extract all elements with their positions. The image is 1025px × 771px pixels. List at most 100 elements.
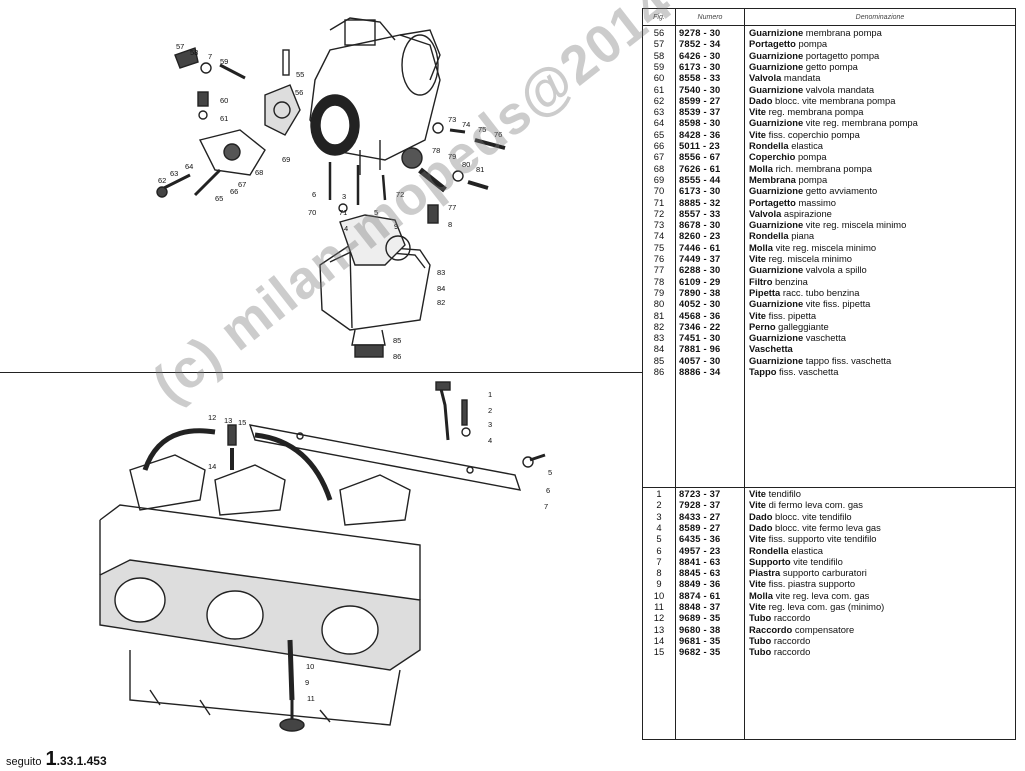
row-denominazione-detail: reg. miscela minimo (766, 253, 852, 264)
row-denominazione-main: Vite (749, 309, 767, 321)
row-denominazione-detail: galleggiante (775, 320, 829, 332)
row-fig: 6 (656, 544, 662, 556)
row-denominazione-main: Guarnizione (749, 219, 804, 231)
row-fig: 59 (653, 60, 665, 72)
row-denominazione-main: Guarnizione (749, 60, 804, 72)
row-denominazione-detail: fiss. coperchio pompa (766, 128, 860, 140)
callout-number: 59 (220, 57, 229, 66)
row-fig: 62 (653, 94, 665, 106)
row-denominazione-main: Guarnizione (749, 185, 804, 197)
row-denominazione-main: Tubo (749, 646, 772, 658)
col-divider (675, 9, 676, 739)
row-fig: 15 (653, 646, 665, 658)
row-numero: 7346 - 22 (679, 320, 721, 332)
row-numero: 7451 - 30 (679, 332, 721, 344)
row-denominazione-main: Dado (749, 510, 773, 522)
row-denominazione: Dado blocc. vite tendifilo (749, 511, 852, 522)
row-fig: 71 (653, 196, 665, 208)
callout-number: 62 (158, 176, 167, 185)
row-numero: 8874 - 61 (679, 589, 721, 601)
row-denominazione-detail: pompa (795, 38, 828, 50)
row-fig: 2 (656, 499, 662, 511)
row-denominazione-main: Molla (749, 162, 773, 174)
row-denominazione-main: Valvola (749, 207, 782, 219)
row-fig: 1 (656, 488, 662, 499)
row-numero: 6426 - 30 (679, 49, 721, 61)
row-numero: 9681 - 35 (679, 634, 721, 646)
row-denominazione-detail: membrana pompa (803, 27, 882, 38)
row-denominazione-detail: reg. membrana pompa (766, 106, 864, 118)
row-denominazione-main: Tubo (749, 612, 772, 624)
row-numero: 7446 - 61 (679, 241, 721, 253)
callout-number: 4 (344, 224, 349, 233)
row-fig: 3 (656, 510, 662, 522)
row-denominazione-detail: vite reg. membrana pompa (803, 117, 918, 129)
row-denominazione-main: Vite (749, 601, 767, 612)
row-fig: 80 (653, 298, 665, 310)
row-denominazione-detail: blocc. vite fermo leva gas (772, 521, 881, 533)
row-denominazione: Guarnizione getto pompa (749, 61, 858, 72)
callout-number: 70 (308, 208, 317, 217)
callout-number: 80 (462, 160, 471, 169)
callout-number: 58 (190, 48, 199, 57)
row-numero: 9278 - 30 (679, 27, 721, 38)
row-fig: 79 (653, 286, 665, 298)
row-denominazione: Rondella piana (749, 230, 814, 241)
header-fig: Fig. (653, 13, 665, 21)
row-denominazione: Rondella elastica (749, 545, 823, 556)
row-fig: 78 (653, 275, 665, 287)
callout-number: 78 (432, 146, 441, 155)
row-denominazione-main: Vite (749, 128, 767, 140)
upper-carburetor-drawing (156, 17, 506, 358)
row-denominazione-detail: blocc. vite membrana pompa (772, 94, 896, 106)
callout-number: 73 (448, 115, 457, 124)
row-fig: 4 (656, 521, 662, 533)
row-denominazione-detail: vaschetta (803, 332, 846, 344)
row-denominazione-detail: portagetto pompa (803, 49, 880, 61)
row-denominazione-detail: racc. tubo benzina (780, 286, 860, 298)
row-denominazione: Perno galleggiante (749, 321, 829, 332)
row-denominazione-detail: fiss. piastra supporto (766, 578, 856, 590)
row-fig: 11 (654, 601, 664, 612)
row-denominazione: Portagetto massimo (749, 197, 836, 208)
row-fig: 69 (653, 173, 665, 185)
row-denominazione: Vite di fermo leva com. gas (749, 499, 863, 510)
callout-number: 7 (208, 52, 213, 61)
row-denominazione-detail: valvola a spillo (803, 264, 867, 276)
callout-number: 12 (208, 413, 217, 422)
row-fig: 84 (653, 343, 665, 355)
row-numero: 7626 - 61 (679, 162, 721, 174)
row-fig: 65 (653, 128, 665, 140)
row-denominazione-main: Valvola (749, 72, 782, 84)
row-fig: 85 (653, 354, 665, 366)
row-numero: 8848 - 37 (679, 601, 721, 612)
callout-number: 66 (230, 187, 239, 196)
callout-number: 71 (339, 208, 348, 217)
row-numero: 7881 - 96 (679, 343, 721, 355)
callout-number: 61 (220, 114, 229, 123)
row-denominazione-main: Guarnizione (749, 298, 804, 310)
row-denominazione-detail: blocc. vite tendifilo (772, 510, 852, 522)
row-numero: 6109 - 29 (679, 275, 721, 287)
row-denominazione-detail: vite reg. miscela minimo (772, 241, 877, 253)
row-denominazione-detail: rich. membrana pompa (772, 162, 872, 174)
callout-number: 9 (305, 678, 310, 687)
